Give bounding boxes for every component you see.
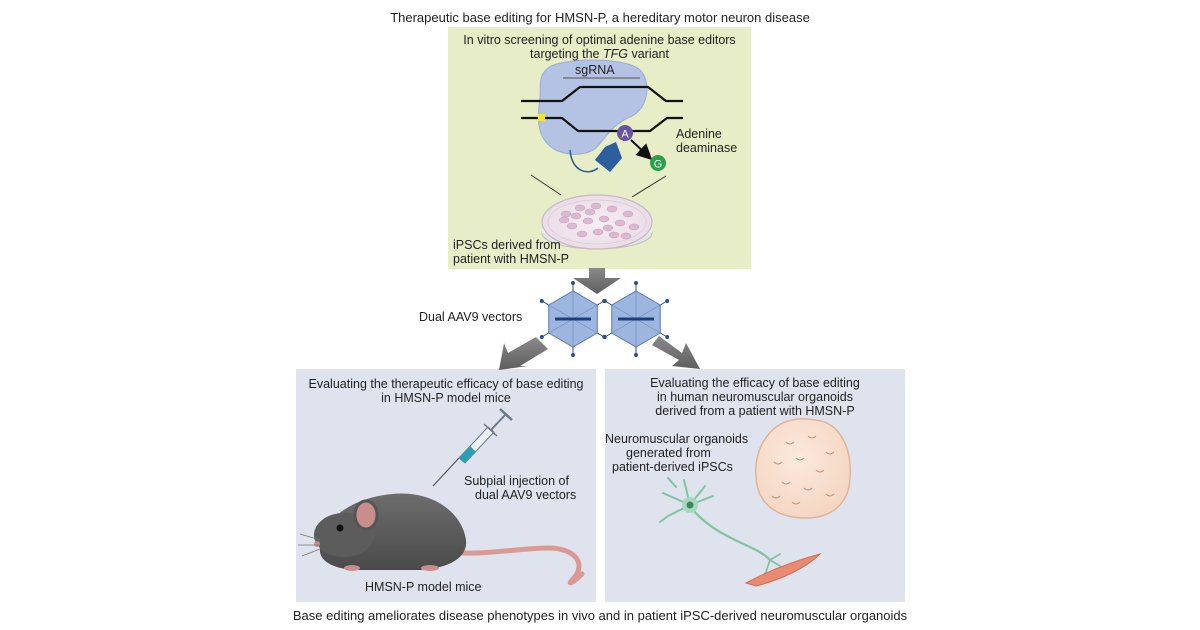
- organoid-texture: [771, 435, 835, 505]
- mouse-hind-paw: [421, 565, 439, 571]
- zoom-line-right: [631, 175, 667, 198]
- mouse-whiskers: [298, 533, 321, 557]
- ipsc-colonies: [558, 202, 640, 240]
- organoid-label-line1: Neuromuscular organoids: [605, 432, 748, 446]
- arrow-to-organoid-panel: [652, 336, 700, 369]
- ipsc-label-line2: patient with HMSN-P: [453, 252, 569, 266]
- guanine-circle: [650, 155, 666, 171]
- zoom-line-left: [530, 174, 562, 196]
- adenine-letter: A: [621, 129, 629, 141]
- arrow-to-mouse-panel: [499, 337, 548, 370]
- mice-label: HMSN-P model mice: [365, 580, 482, 594]
- mouse-nose: [314, 541, 320, 547]
- mouse-illustration: [298, 493, 585, 586]
- organoid-label-line3: patient-derived iPSCs: [612, 460, 733, 474]
- adenine-circle: [617, 125, 633, 141]
- dna-top-strand: [521, 85, 683, 103]
- top-heading-line1: In vitro screening of optimal adenine ba…: [463, 33, 736, 47]
- organoid-illustration: [755, 418, 851, 519]
- mouse-ear: [353, 499, 379, 531]
- left-panel-heading: Evaluating the therapeutic efficacy of b…: [308, 377, 584, 405]
- neuron-nucleus: [686, 501, 694, 509]
- neuron-illustration: [659, 477, 781, 581]
- vectors-label: Dual AAV9 vectors: [419, 310, 522, 324]
- mouse-tail: [449, 545, 585, 586]
- figure-footer: Base editing ameliorates disease phenoty…: [292, 608, 908, 623]
- base-editor-complex: sgRNA A G Adenine deaminase: [521, 59, 737, 173]
- mouse-eye: [336, 524, 344, 532]
- guanine-letter: G: [654, 159, 663, 171]
- target-site-marker: [538, 114, 545, 121]
- conversion-arrow: [630, 139, 653, 161]
- petri-dish: [541, 194, 653, 250]
- injection-label-line1: Subpial injection of: [464, 474, 569, 488]
- cas9-protein-shape: [537, 59, 648, 155]
- dna-bottom-strand: [521, 116, 683, 133]
- injection-label-line2: dual AAV9 vectors: [475, 488, 576, 502]
- deaminase-domain: [595, 142, 622, 172]
- ipsc-label-line1: iPSCs derived from: [453, 238, 561, 252]
- linker-line: [569, 149, 599, 173]
- organoid-panel: [605, 369, 905, 602]
- dual-aav9-vectors: [539, 281, 670, 357]
- top-panel-heading: In vitro screening of optimal adenine ba…: [448, 33, 751, 61]
- sgrna-label: sgRNA: [575, 63, 615, 77]
- deaminase-label-line2: deaminase: [676, 141, 737, 155]
- mouse-front-paw: [344, 565, 360, 571]
- arrow-to-vectors: [573, 268, 621, 294]
- right-panel-heading: Evaluating the efficacy of base editing …: [650, 376, 860, 418]
- top-heading-line2: targeting the TFG variant: [530, 47, 669, 61]
- muscle-fiber: [744, 553, 822, 587]
- figure-title: Therapeutic base editing for HMSN-P, a h…: [390, 10, 810, 25]
- syringe: [432, 408, 513, 487]
- organoid-label-line2: generated from: [626, 446, 711, 460]
- deaminase-label-line1: Adenine: [676, 127, 722, 141]
